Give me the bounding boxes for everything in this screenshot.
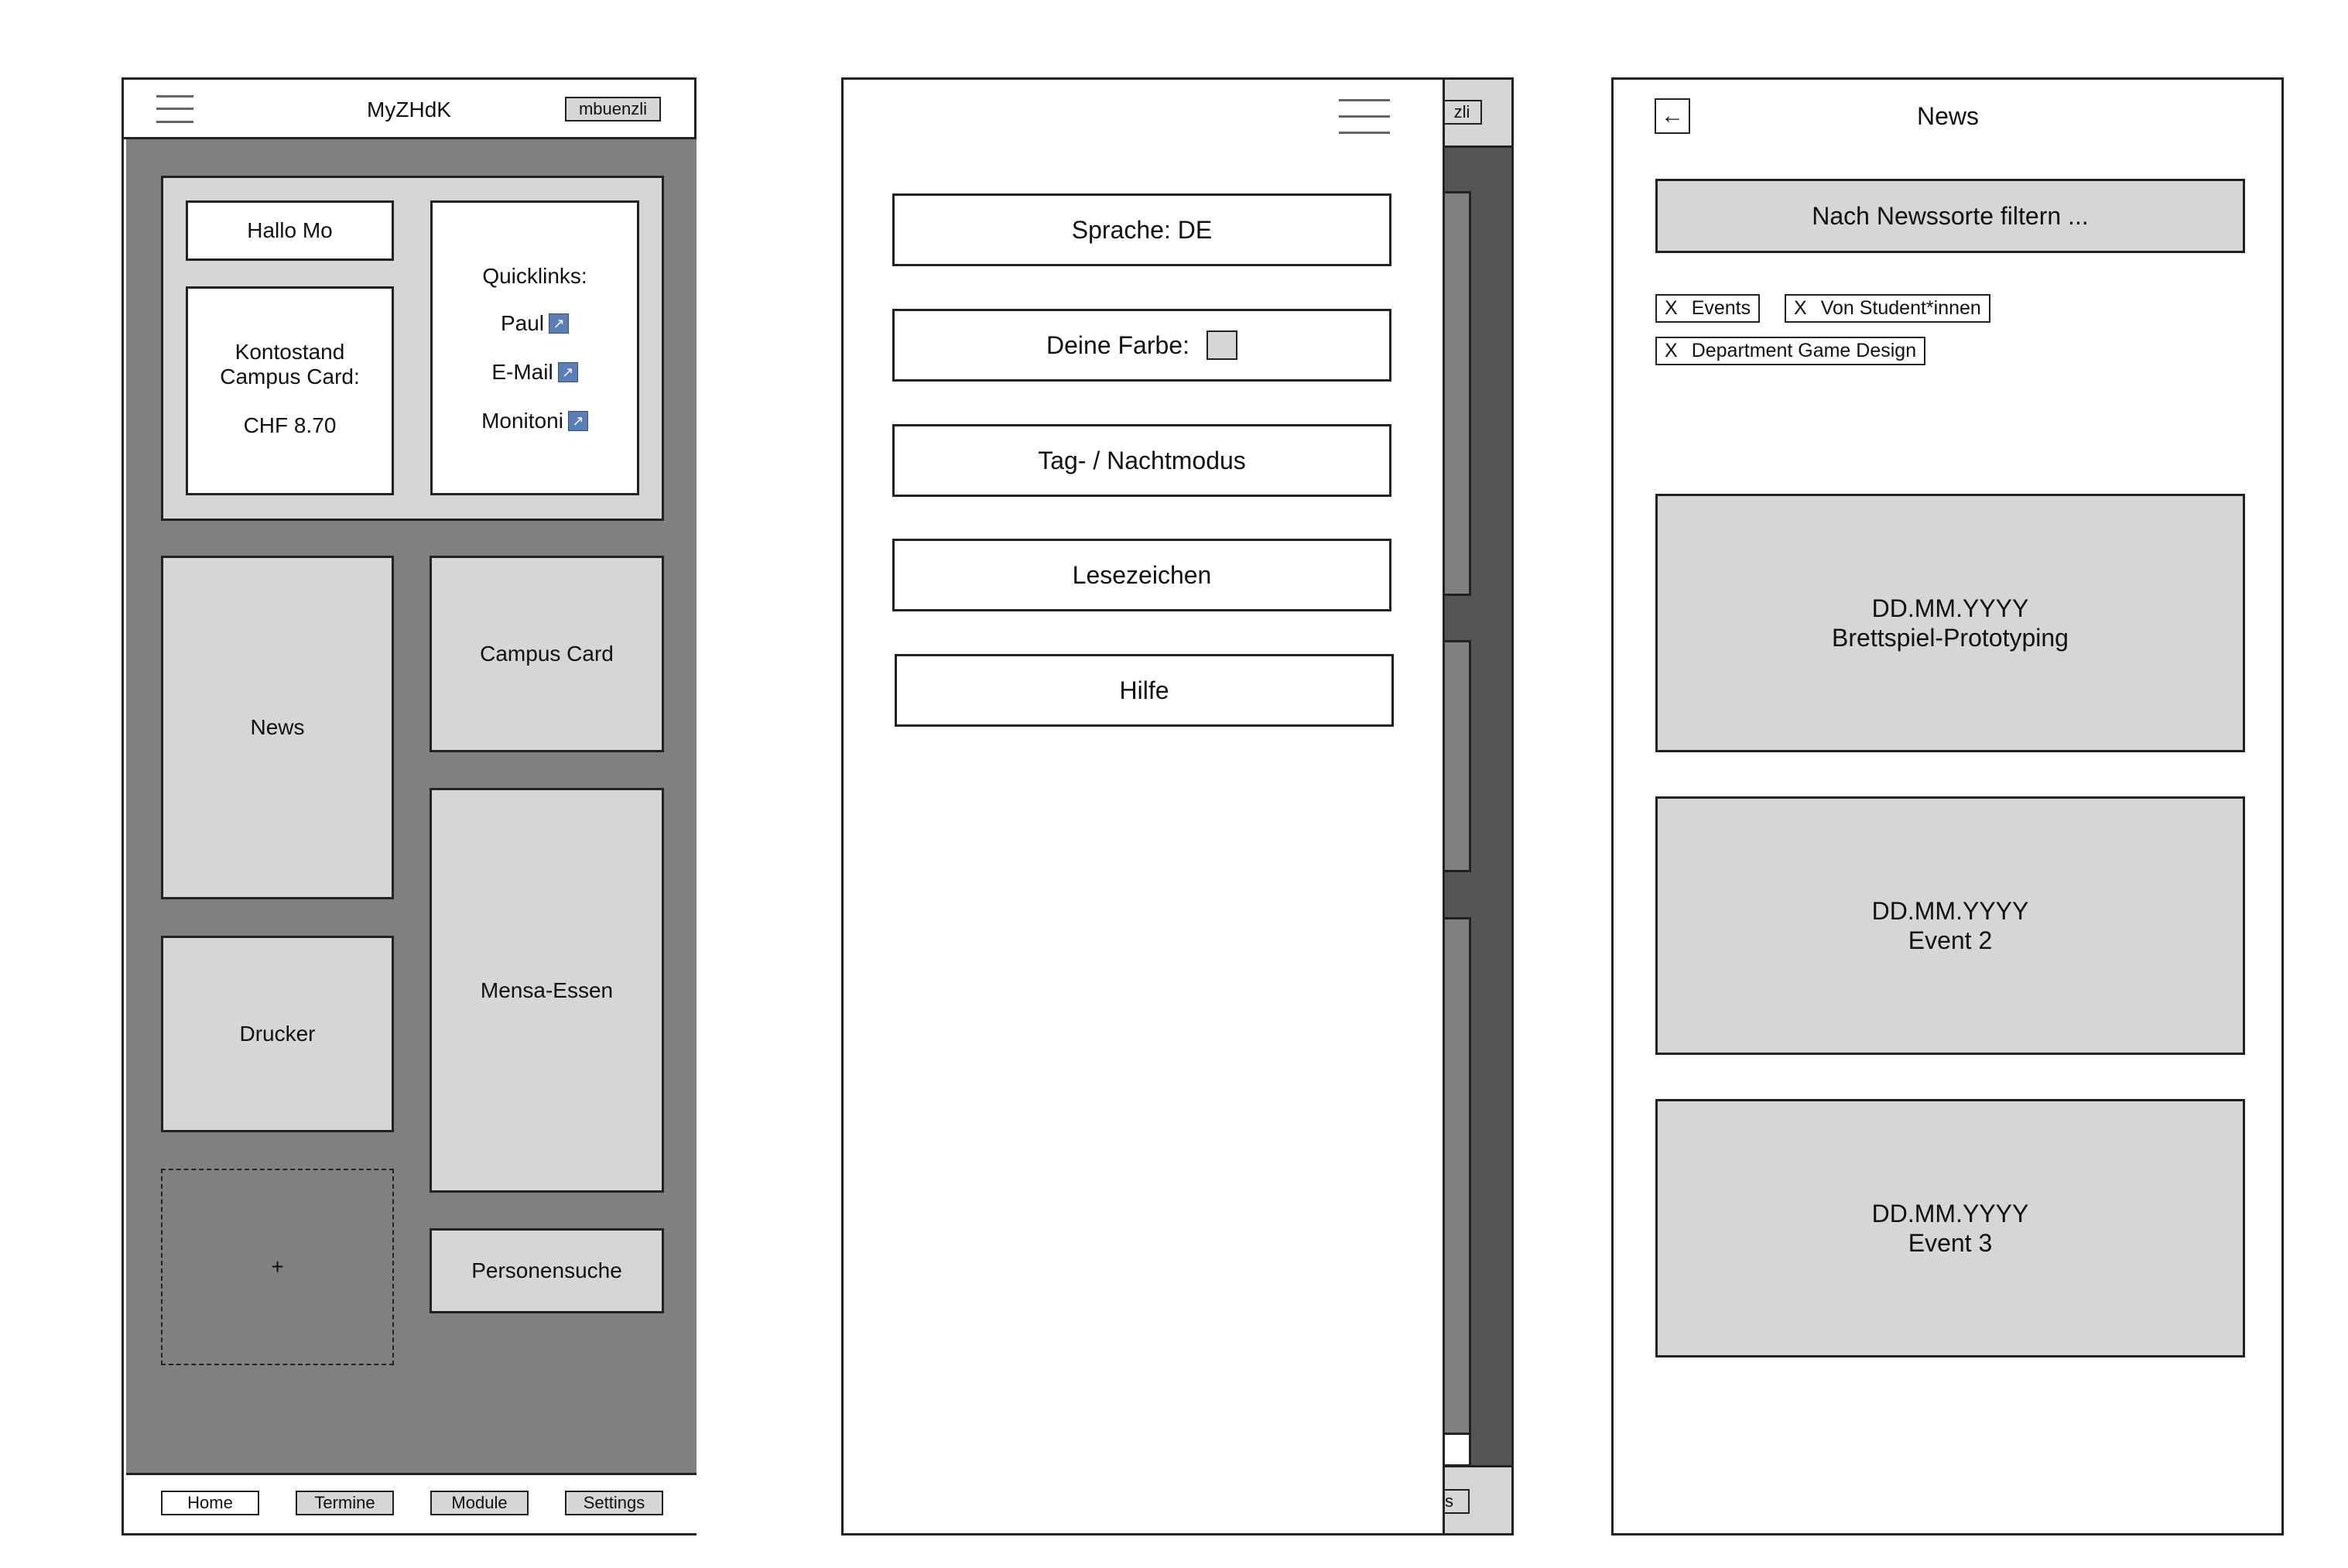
filter-chip-game-design[interactable]: X Department Game Design bbox=[1655, 337, 1926, 365]
menu-help[interactable]: Hilfe bbox=[895, 654, 1394, 727]
news-date: DD.MM.YYYY bbox=[1871, 1200, 2029, 1227]
filter-news-button[interactable]: Nach Newssorte filtern ... bbox=[1655, 179, 2245, 253]
quicklinks-title: Quicklinks: bbox=[482, 264, 587, 288]
hamburger-icon[interactable] bbox=[156, 95, 193, 123]
news-date: DD.MM.YYYY bbox=[1871, 594, 2029, 622]
greeting: Hallo Mo bbox=[186, 200, 394, 261]
external-link-icon: ↗ bbox=[567, 411, 588, 431]
home-header: MyZHdK mbuenzli bbox=[124, 80, 694, 139]
news-card[interactable]: DD.MM.YYYY Event 2 bbox=[1655, 796, 2245, 1055]
external-link-icon: ↗ bbox=[557, 362, 578, 382]
peek-user-badge: zli bbox=[1442, 100, 1482, 125]
hamburger-icon[interactable] bbox=[1339, 99, 1390, 135]
app-title: MyZHdK bbox=[367, 97, 451, 122]
news-card[interactable]: DD.MM.YYYY Brettspiel-Prototyping bbox=[1655, 494, 2245, 752]
balance-label: Kontostand Campus Card: bbox=[220, 340, 360, 389]
balance-value: CHF 8.70 bbox=[243, 413, 337, 437]
settings-menu-panel: Sprache: DE Deine Farbe: Tag- / Nachtmod… bbox=[841, 77, 1445, 1535]
filter-chip-students[interactable]: X Von Student*innen bbox=[1785, 294, 1990, 323]
quicklink-paul[interactable]: Paul ↗ bbox=[433, 310, 637, 337]
color-swatch[interactable] bbox=[1206, 330, 1237, 360]
bottom-tab-bar: Home Termine Module Settings bbox=[126, 1473, 697, 1533]
tab-termine[interactable]: Termine bbox=[296, 1491, 394, 1515]
quicklink-monitoni[interactable]: Monitoni ↗ bbox=[433, 407, 637, 435]
tile-personensuche[interactable]: Personensuche bbox=[430, 1228, 664, 1313]
tab-module[interactable]: Module bbox=[430, 1491, 529, 1515]
news-title: Event 3 bbox=[1908, 1229, 1993, 1257]
news-card[interactable]: DD.MM.YYYY Event 3 bbox=[1655, 1099, 2245, 1357]
add-tile-button[interactable]: + bbox=[161, 1169, 394, 1365]
news-screen: ← News Nach Newssorte filtern ... X Even… bbox=[1611, 77, 2284, 1535]
news-title: Event 2 bbox=[1908, 926, 1993, 954]
remove-chip-icon[interactable]: X bbox=[1794, 297, 1807, 319]
tile-news[interactable]: News bbox=[161, 556, 394, 899]
user-badge[interactable]: mbuenzli bbox=[565, 97, 661, 122]
welcome-panel: Hallo Mo Kontostand Campus Card: CHF 8.7… bbox=[161, 176, 664, 521]
dashboard-area: Hallo Mo Kontostand Campus Card: CHF 8.7… bbox=[126, 139, 697, 1473]
underlying-home-peek: zli s bbox=[1439, 77, 1514, 1535]
home-screen: MyZHdK mbuenzli Hallo Mo Kontostand Camp… bbox=[122, 77, 697, 1535]
tab-home[interactable]: Home bbox=[161, 1491, 259, 1515]
menu-day-night-mode[interactable]: Tag- / Nachtmodus bbox=[892, 424, 1391, 497]
remove-chip-icon[interactable]: X bbox=[1665, 340, 1678, 361]
menu-color[interactable]: Deine Farbe: bbox=[892, 309, 1391, 382]
news-title: Brettspiel-Prototyping bbox=[1832, 624, 2069, 652]
peek-tab: s bbox=[1442, 1489, 1470, 1514]
tile-drucker[interactable]: Drucker bbox=[161, 936, 394, 1132]
filter-chip-events[interactable]: X Events bbox=[1655, 294, 1761, 323]
quicklinks-widget: Quicklinks: Paul ↗ E-Mail ↗ Monitoni ↗ bbox=[430, 200, 639, 495]
tile-mensa-essen[interactable]: Mensa-Essen bbox=[430, 788, 664, 1193]
external-link-icon: ↗ bbox=[549, 313, 570, 334]
page-title: News bbox=[1916, 101, 1979, 130]
menu-language[interactable]: Sprache: DE bbox=[892, 193, 1391, 266]
news-date: DD.MM.YYYY bbox=[1871, 897, 2029, 925]
remove-chip-icon[interactable]: X bbox=[1665, 297, 1678, 319]
quicklink-email[interactable]: E-Mail ↗ bbox=[433, 358, 637, 386]
menu-color-label: Deine Farbe: bbox=[1046, 330, 1189, 359]
menu-bookmarks[interactable]: Lesezeichen bbox=[892, 539, 1391, 611]
tab-settings[interactable]: Settings bbox=[565, 1491, 663, 1515]
tile-campus-card[interactable]: Campus Card bbox=[430, 556, 664, 752]
back-arrow-icon[interactable]: ← bbox=[1655, 98, 1690, 134]
balance-widget[interactable]: Kontostand Campus Card: CHF 8.70 bbox=[186, 286, 394, 495]
